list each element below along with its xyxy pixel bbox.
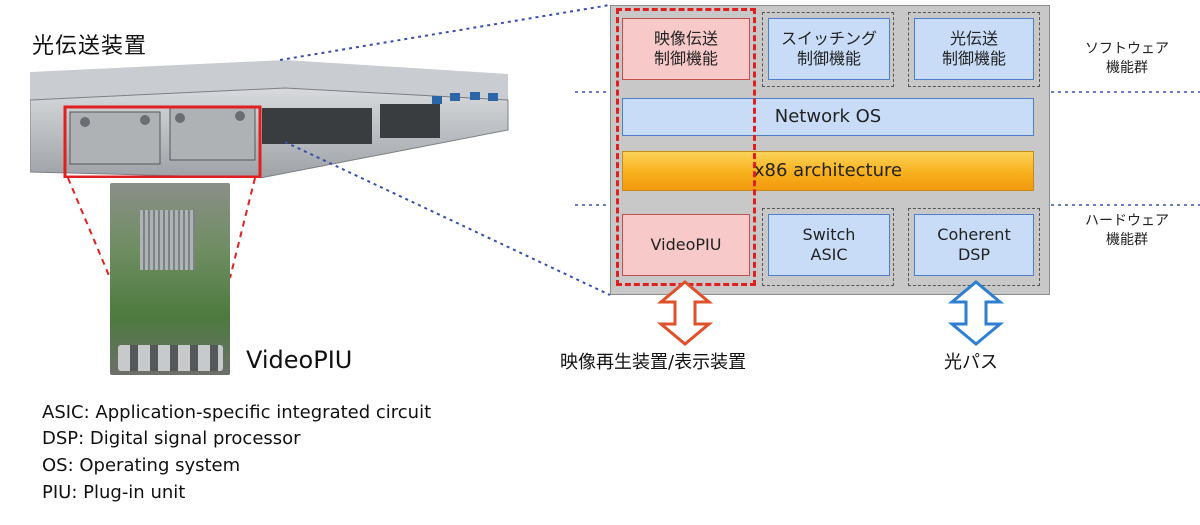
optical-double-arrow-icon (947, 280, 1005, 346)
network-os-layer: Network OS (622, 98, 1034, 136)
video-transmission-control-function: 映像伝送 制御機能 (622, 18, 750, 80)
connector-ports-graphic (118, 345, 223, 371)
switch-column-bottom (762, 208, 894, 286)
video-device-label: 映像再生装置/表示装置 (560, 352, 747, 373)
device-title: 光伝送装置 (32, 34, 148, 59)
software-functions-label: ソフトウェア 機能群 (1085, 41, 1169, 76)
abbreviation-dsp: DSP: Digital signal processor (42, 428, 301, 449)
video-function-highlight (616, 8, 756, 286)
optical-path-label: 光パス (944, 352, 998, 373)
videopiu-label: VideoPIU (246, 346, 353, 374)
coherent-dsp-hardware: Coherent DSP (914, 214, 1034, 276)
abbreviation-asic: ASIC: Application-specific integrated ci… (42, 402, 432, 423)
switch-column-top (762, 12, 894, 87)
optical-transport-device-image (30, 60, 509, 178)
optical-transmission-control-function: 光伝送 制御機能 (914, 18, 1034, 80)
switching-control-function: スイッチング 制御機能 (768, 18, 890, 80)
videopiu-hardware: VideoPIU (622, 214, 750, 276)
abbreviation-os: OS: Operating system (42, 455, 241, 476)
switch-asic-hardware: Switch ASIC (768, 214, 890, 276)
hardware-functions-label: ハードウェア 機能群 (1085, 213, 1169, 248)
optical-column-top (908, 12, 1040, 87)
video-double-arrow-icon (656, 280, 714, 346)
heatsink-graphic (140, 210, 195, 270)
x86-architecture-layer: x86 architecture (622, 151, 1034, 191)
abbreviation-piu: PIU: Plug-in unit (42, 482, 186, 503)
